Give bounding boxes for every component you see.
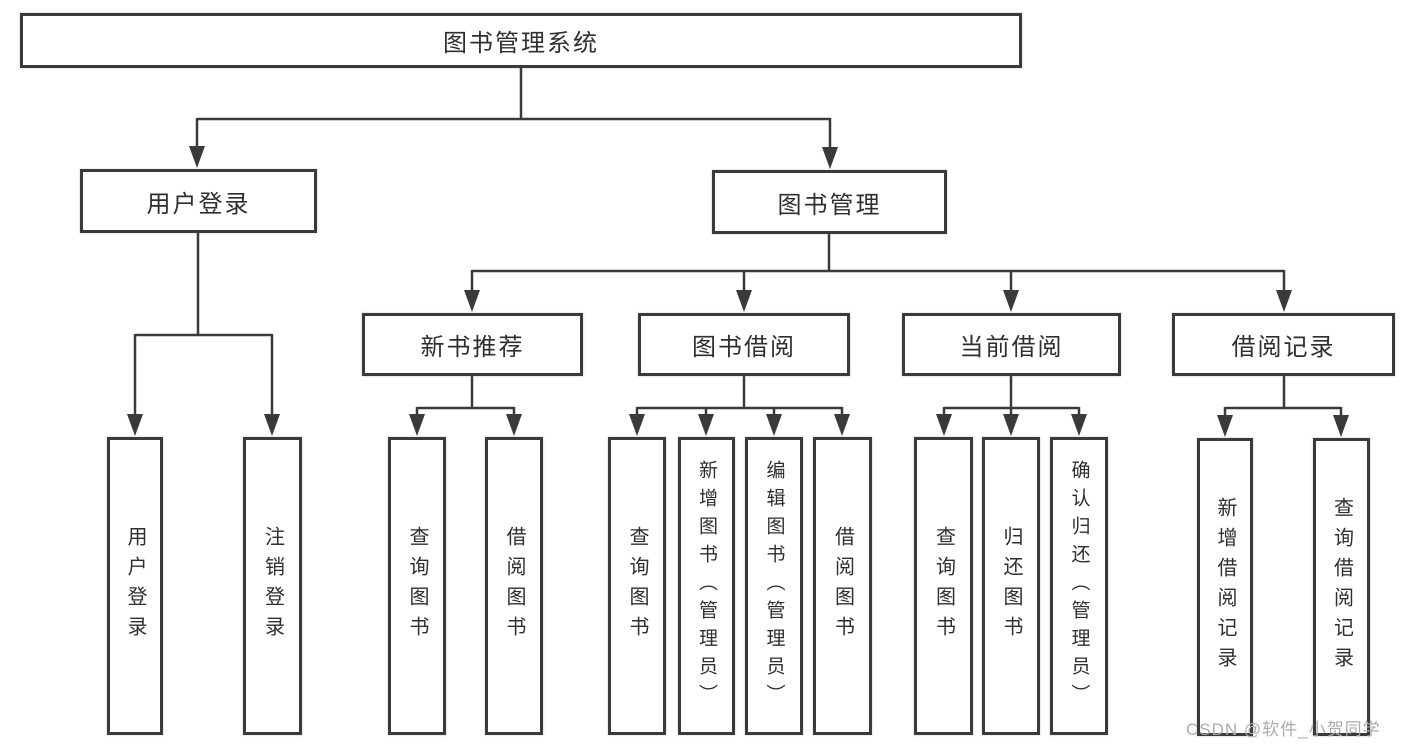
node-user-login: 用户登录	[80, 169, 317, 233]
csdn-watermark: CSDN @软件_小贺同学	[1186, 720, 1381, 739]
leaf-borrow-edit-admin: 编辑图书（管理员）	[745, 437, 803, 735]
node-borrow-records: 借阅记录	[1172, 313, 1395, 376]
leaf-logout: 注销登录	[243, 437, 302, 735]
leaf-borrow-borrow: 借阅图书	[813, 437, 872, 735]
node-current-borrow: 当前借阅	[902, 313, 1121, 376]
leaf-newbooks-borrow: 借阅图书	[485, 437, 543, 735]
leaf-current-return: 归还图书	[982, 437, 1040, 735]
node-library-system: 图书管理系统	[20, 13, 1022, 68]
leaf-borrow-query: 查询图书	[608, 437, 666, 735]
leaf-newbooks-query: 查询图书	[388, 437, 446, 735]
leaf-user-login: 用户登录	[107, 437, 163, 735]
node-new-book-recommend: 新书推荐	[362, 313, 583, 376]
leaf-borrow-add-admin: 新增图书（管理员）	[678, 437, 735, 735]
node-book-management: 图书管理	[712, 170, 947, 234]
leaf-records-query: 查询借阅记录	[1313, 438, 1370, 736]
leaf-current-query: 查询图书	[914, 437, 973, 735]
leaf-current-confirm-admin: 确认归还（管理员）	[1050, 437, 1108, 735]
leaf-records-add: 新增借阅记录	[1197, 438, 1253, 736]
node-book-borrow: 图书借阅	[638, 313, 850, 376]
